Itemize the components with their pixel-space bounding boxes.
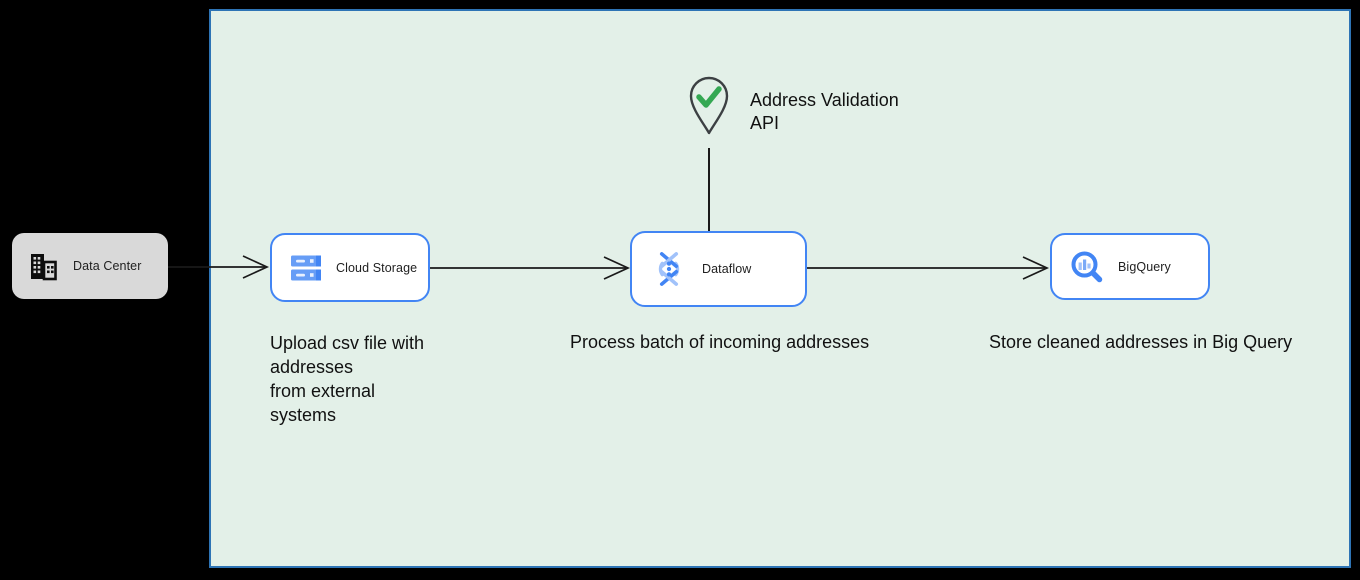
node-label: BigQuery [1118, 259, 1171, 274]
bigquery-icon [1071, 251, 1103, 282]
node-cloud-storage[interactable]: Cloud Storage [270, 233, 430, 302]
dataflow-description: Process batch of incoming addresses [570, 332, 870, 352]
node-dataflow[interactable]: Dataflow [630, 231, 807, 307]
dataflow-icon [658, 252, 680, 286]
address-validation-label: Address Validation API [750, 90, 899, 133]
node-bigquery[interactable]: BigQuery [1050, 233, 1210, 300]
building-icon [31, 253, 57, 280]
cloud-storage-description: Upload csv file with addresses from exte… [270, 333, 425, 425]
node-label: Dataflow [702, 262, 752, 276]
node-label: Cloud Storage [336, 260, 418, 275]
node-data-center[interactable]: Data Center [12, 233, 168, 299]
map-pin-check-icon[interactable] [685, 76, 733, 138]
bigquery-description: Store cleaned addresses in Big Query [989, 332, 1293, 352]
node-label: Data Center [73, 259, 142, 273]
cloud-storage-icon [291, 255, 321, 280]
